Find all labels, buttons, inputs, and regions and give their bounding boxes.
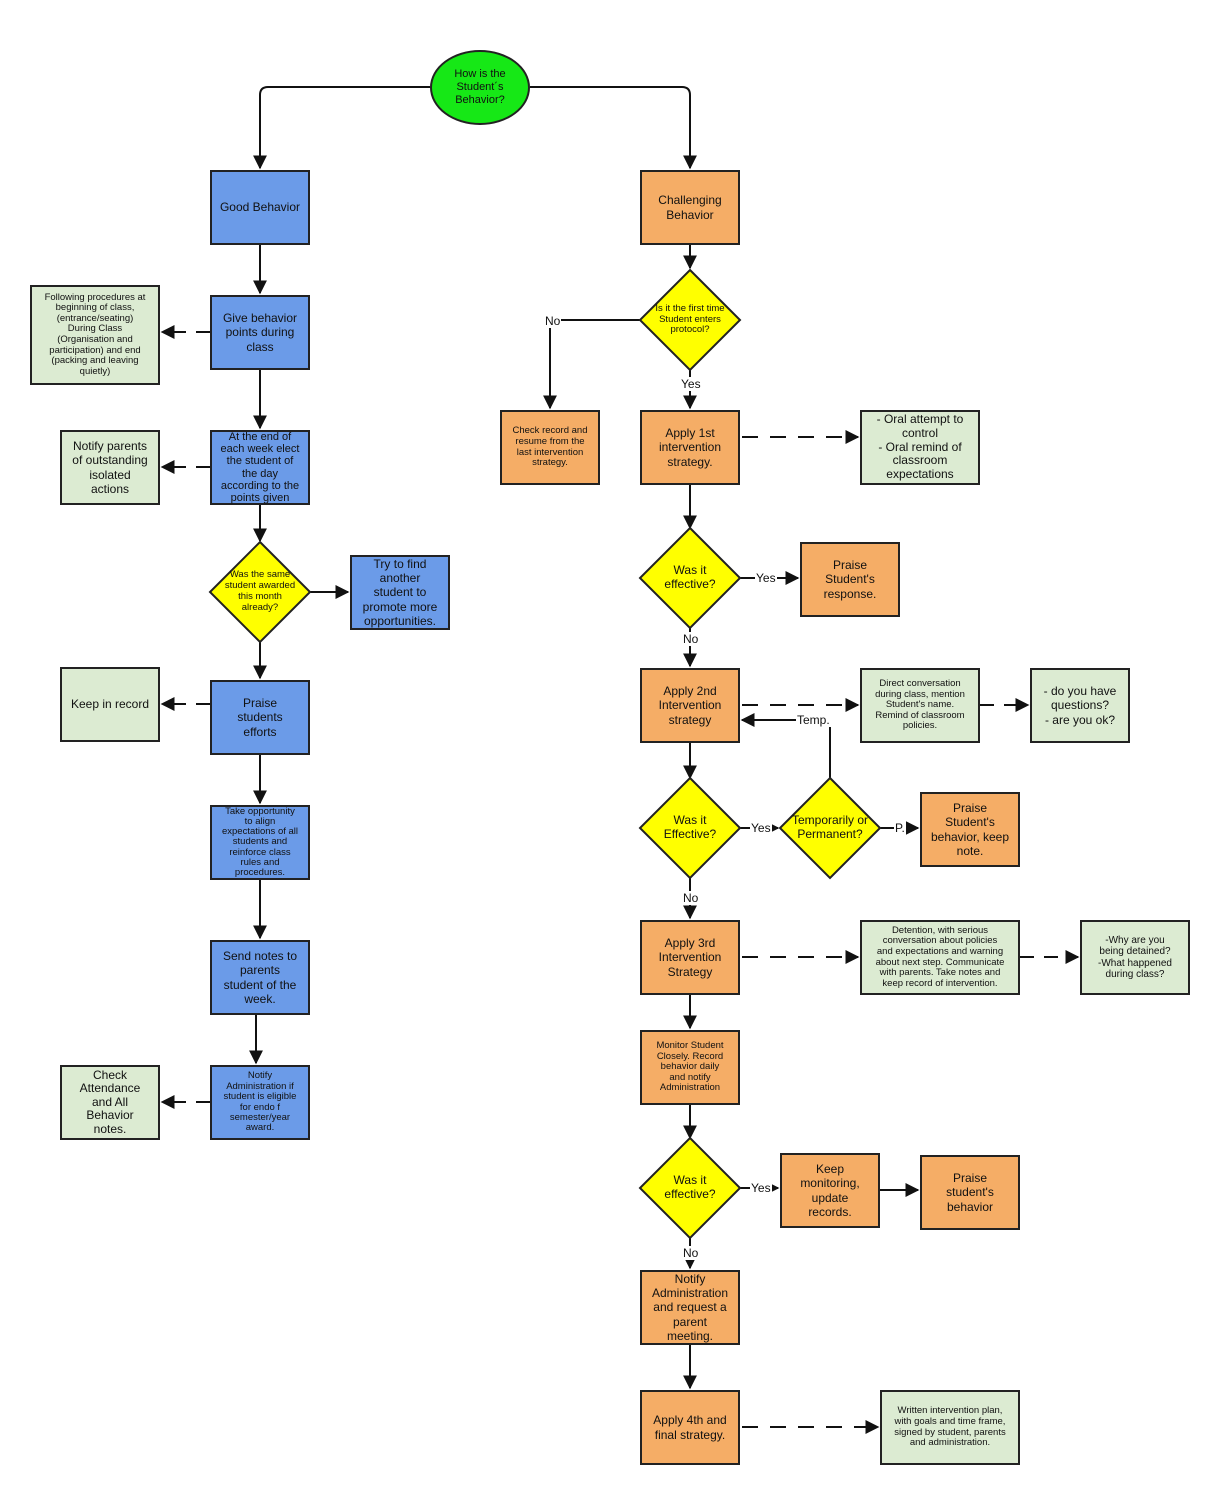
praise-behavior-box: Praise student's behavior bbox=[920, 1155, 1020, 1230]
procedures-note: Following procedures at beginning of cla… bbox=[30, 285, 160, 385]
start-ellipse: How is the Student´s Behavior? bbox=[430, 50, 530, 125]
notify-admin-box: Notify Administration if student is elig… bbox=[210, 1065, 310, 1140]
give-points-box: Give behavior points during class bbox=[210, 295, 310, 370]
notify-parents-note: Notify parents of outstanding isolated a… bbox=[60, 430, 160, 505]
notify-admin-meeting-box: Notify Administration and request a pare… bbox=[640, 1270, 740, 1345]
check-record-box: Check record and resume from the last in… bbox=[500, 410, 600, 485]
written-plan-note: Written intervention plan, with goals an… bbox=[880, 1390, 1020, 1465]
direct-conversation-note: Direct conversation during class, mentio… bbox=[860, 668, 980, 743]
label-eff1-yes: Yes bbox=[755, 571, 777, 585]
apply-4th-box: Apply 4th and final strategy. bbox=[640, 1390, 740, 1465]
challenging-behavior-box: Challenging Behavior bbox=[640, 170, 740, 245]
apply-3rd-box: Apply 3rd Intervention Strategy bbox=[640, 920, 740, 995]
keep-monitoring-box: Keep monitoring, update records. bbox=[780, 1153, 880, 1228]
align-expectations-box: Take opportunity to align expectations o… bbox=[210, 805, 310, 880]
label-eff2-yes: Yes bbox=[750, 821, 772, 835]
connector-start-to-challenge bbox=[530, 86, 697, 170]
keep-record-note: Keep in record bbox=[60, 667, 160, 742]
praise-response-box: Praise Student's response. bbox=[800, 542, 900, 617]
label-eff2-no: No bbox=[682, 891, 700, 905]
apply-2nd-box: Apply 2nd Intervention strategy bbox=[640, 668, 740, 743]
temp-or-perm-label: Temporarily or Permanent? bbox=[791, 813, 869, 841]
effective-3-label: Was it effective? bbox=[664, 1173, 716, 1201]
send-notes-box: Send notes to parents student of the wee… bbox=[210, 940, 310, 1015]
label-temp: Temp. bbox=[796, 713, 831, 727]
praise-efforts-box: Praise students efforts bbox=[210, 680, 310, 755]
monitor-closely-box: Monitor Student Closely. Record behavior… bbox=[640, 1030, 740, 1105]
check-attendance-note: Check Attendance and All Behavior notes. bbox=[60, 1065, 160, 1140]
oral-note: - Oral attempt to control - Oral remind … bbox=[860, 410, 980, 485]
good-behavior-box: Good Behavior bbox=[210, 170, 310, 245]
label-eff3-yes: Yes bbox=[750, 1181, 772, 1195]
questions-note: - do you have questions? - are you ok? bbox=[1030, 668, 1130, 743]
label-first-yes: Yes bbox=[680, 377, 702, 391]
label-perm: P. bbox=[894, 821, 906, 835]
label-eff3-no: No bbox=[682, 1246, 700, 1260]
why-detained-note: -Why are you being detained? -What happe… bbox=[1080, 920, 1190, 995]
label-first-no: No bbox=[544, 314, 562, 328]
first-time-label: Is it the first time Student enters prot… bbox=[655, 302, 725, 336]
decision-effective-1 bbox=[638, 526, 742, 630]
label-eff1-no: No bbox=[682, 632, 700, 646]
connector-first-no bbox=[543, 319, 640, 410]
same-student-label: Was the same student awarded this month … bbox=[224, 569, 296, 613]
decision-effective-3 bbox=[638, 1136, 742, 1240]
connector-temp bbox=[740, 713, 831, 778]
decision-temp-or-perm bbox=[778, 776, 882, 880]
apply-1st-box: Apply 1st intervention strategy. bbox=[640, 410, 740, 485]
detention-note: Detention, with serious conversation abo… bbox=[860, 920, 1020, 995]
decision-same-student bbox=[208, 540, 312, 644]
decision-effective-2 bbox=[638, 776, 742, 880]
elect-student-box: At the end of each week elect the studen… bbox=[210, 430, 310, 505]
connector-start-to-good bbox=[253, 86, 430, 170]
effective-1-label: Was it effective? bbox=[664, 563, 716, 591]
find-another-box: Try to find another student to promote m… bbox=[350, 555, 450, 630]
praise-keep-note-box: Praise Student's behavior, keep note. bbox=[920, 792, 1020, 867]
decision-first-time bbox=[638, 268, 742, 372]
effective-2-label: Was it Effective? bbox=[663, 813, 717, 841]
